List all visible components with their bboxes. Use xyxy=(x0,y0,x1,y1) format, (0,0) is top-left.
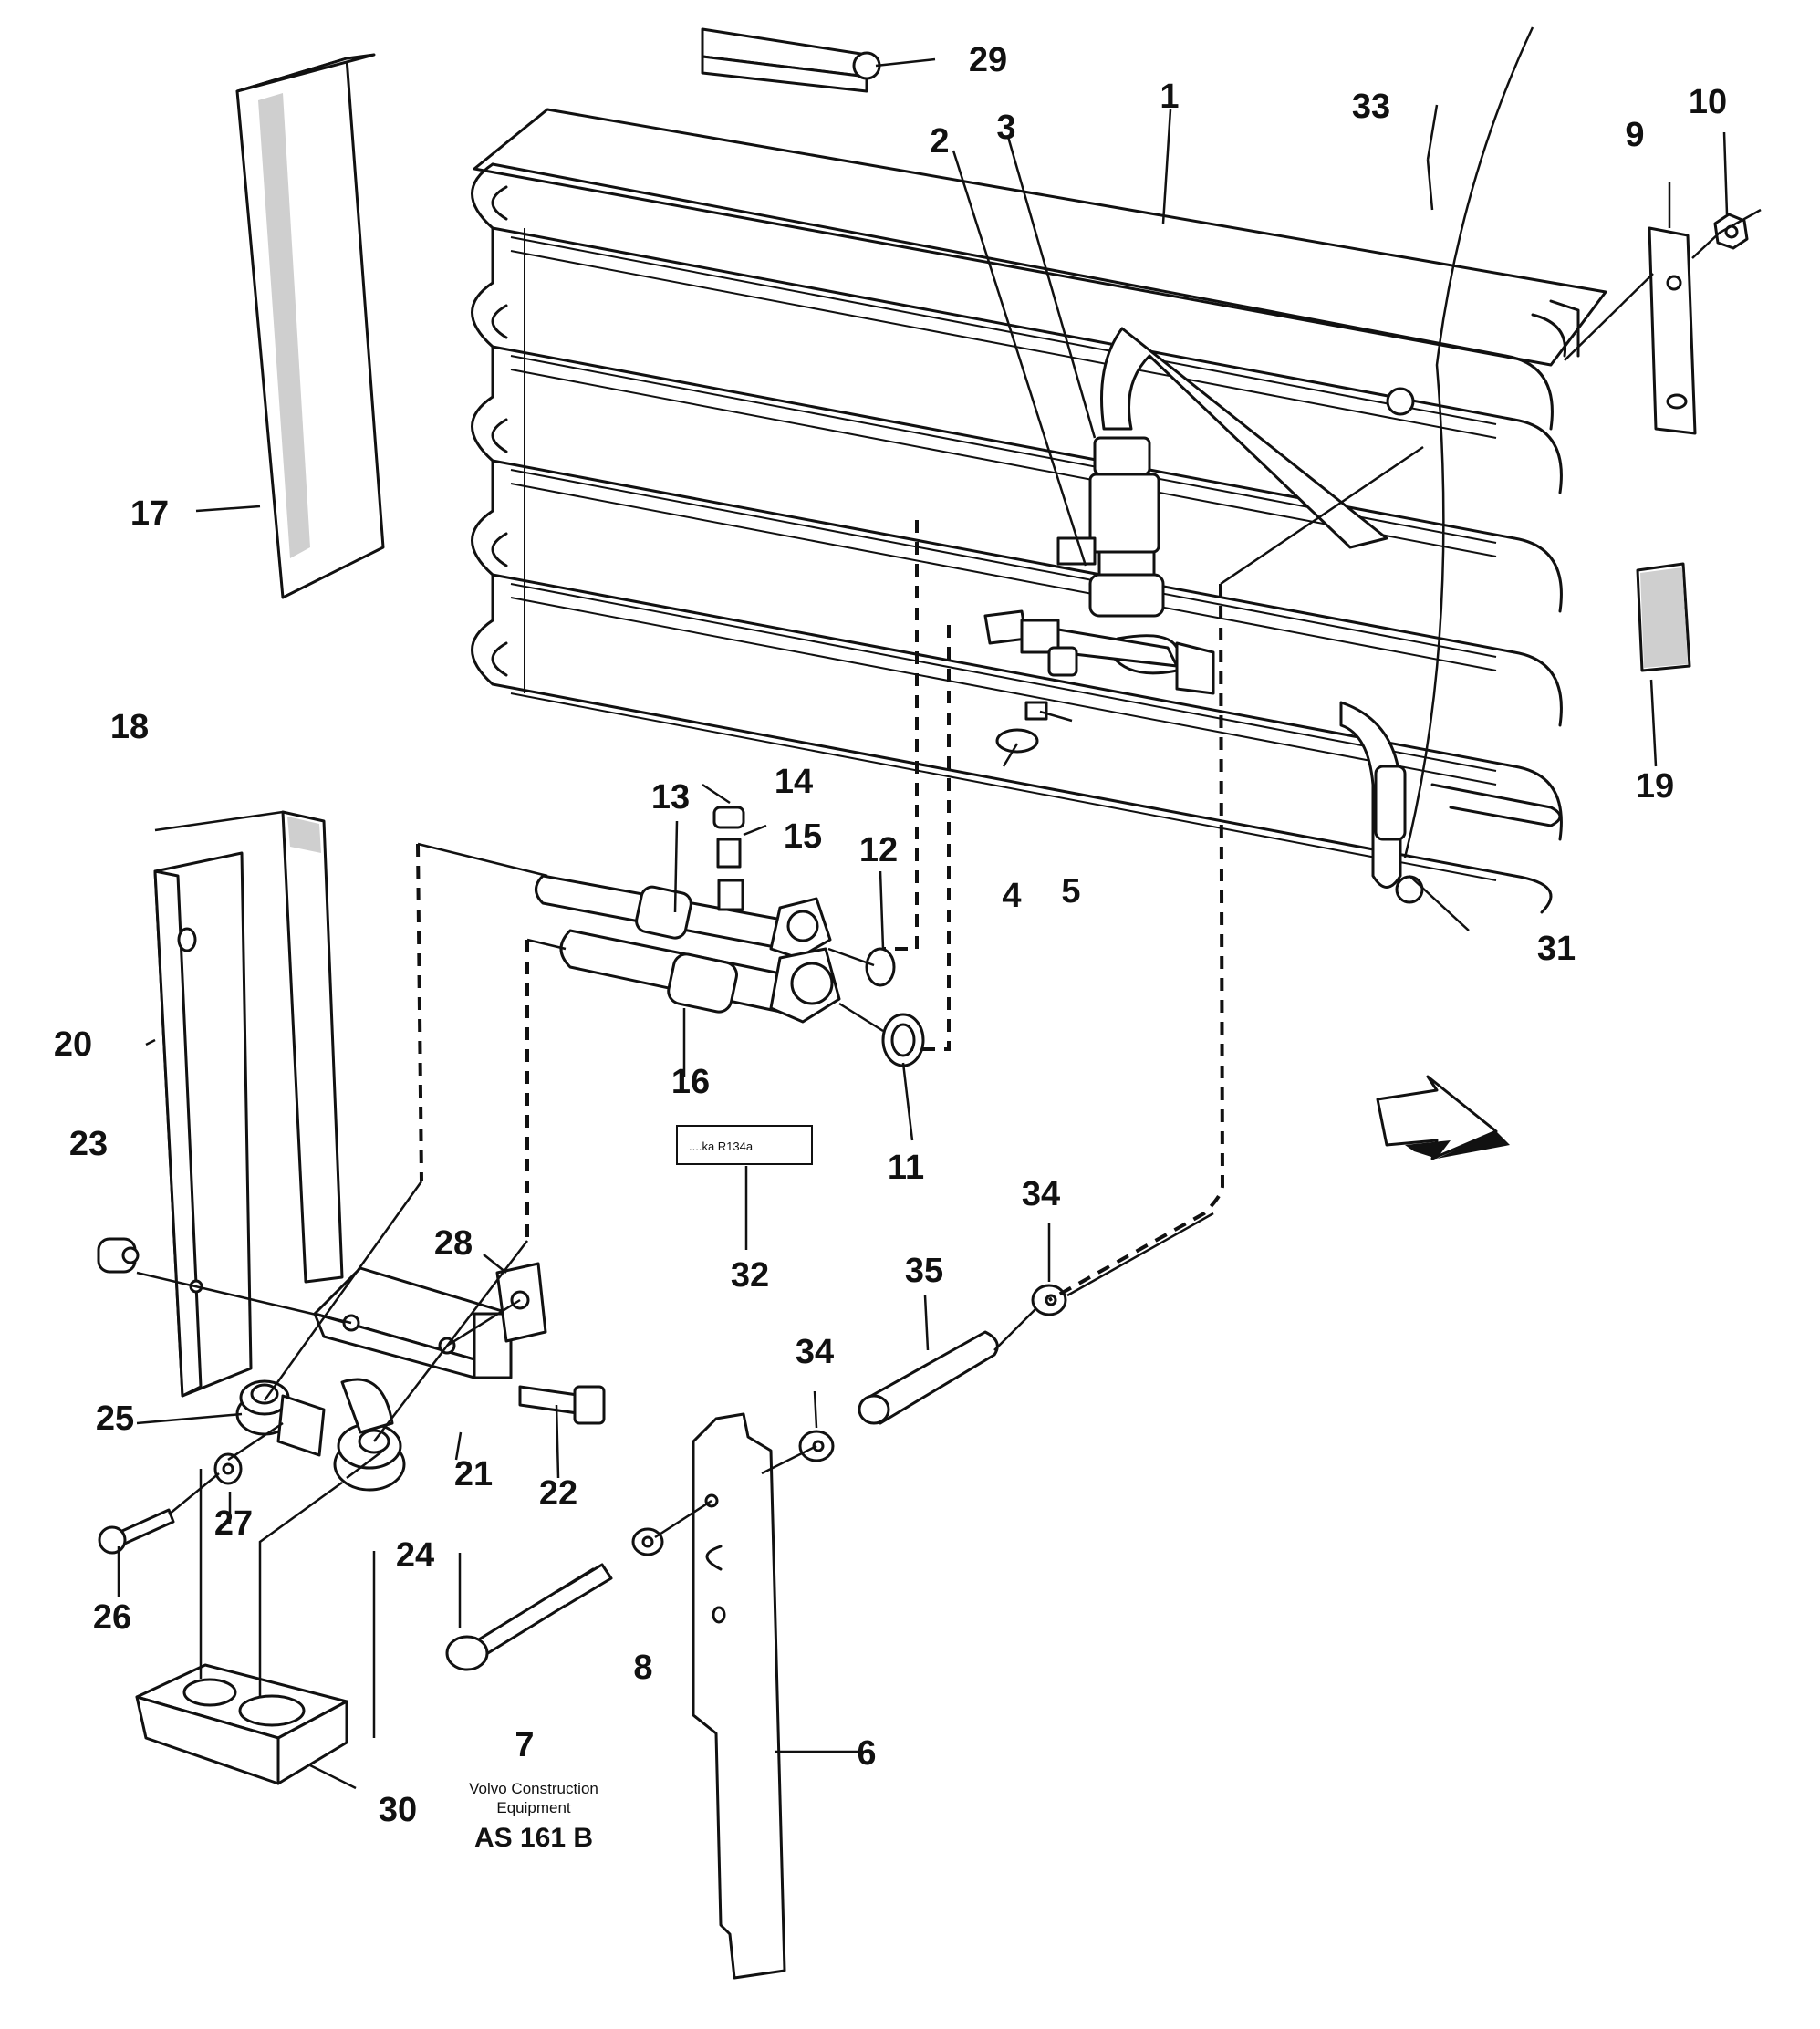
callout-3: 3 xyxy=(996,109,1016,147)
part-27-washer xyxy=(213,1452,243,1485)
callout-14: 14 xyxy=(774,763,814,801)
callout-31: 31 xyxy=(1536,930,1576,968)
callout-1: 1 xyxy=(1160,78,1180,116)
evaporator-tube-loops xyxy=(471,162,1516,878)
part-8-washer xyxy=(631,1527,664,1556)
part-19-foam-pad xyxy=(1636,562,1691,672)
parts-11-12-o-rings xyxy=(865,947,925,1067)
part-35-spacer-tube xyxy=(858,1330,999,1425)
assembly-thin-lines xyxy=(136,208,1762,1697)
part-28-clip xyxy=(495,1262,547,1343)
callout-20: 20 xyxy=(53,1025,93,1064)
callout-35: 35 xyxy=(904,1252,944,1290)
callout-28: 28 xyxy=(433,1224,473,1263)
part-9-bracket xyxy=(1648,226,1697,435)
part-16-hose xyxy=(559,929,841,1024)
callout-23: 23 xyxy=(68,1125,109,1163)
callout-16: 16 xyxy=(671,1063,711,1101)
callout-19: 19 xyxy=(1635,767,1675,806)
part-23-spacer xyxy=(97,1237,140,1274)
diagram-caption: Volvo Construction Equipment AS 161 B xyxy=(469,1779,598,1854)
part-13-hose xyxy=(535,874,832,960)
callout-24: 24 xyxy=(395,1536,435,1575)
callout-30: 30 xyxy=(378,1791,418,1829)
callout-15: 15 xyxy=(783,817,823,856)
callout-13: 13 xyxy=(650,778,691,817)
part-20-angle-bracket xyxy=(153,851,253,1398)
callout-8: 8 xyxy=(633,1649,653,1687)
direction-arrow xyxy=(1376,1075,1510,1160)
part-7-bolt xyxy=(445,1563,613,1671)
part-17-foam-strip xyxy=(235,53,385,599)
part-18-foam-strip xyxy=(281,810,344,1284)
part-25-grommet xyxy=(235,1379,326,1457)
callout-9: 9 xyxy=(1625,116,1645,154)
callout-22: 22 xyxy=(538,1474,578,1513)
callout-25: 25 xyxy=(95,1399,135,1438)
callout-33: 33 xyxy=(1351,88,1391,126)
caption-company-line2: Equipment xyxy=(496,1799,571,1816)
callout-2: 2 xyxy=(930,122,950,161)
part-29-edge-strip xyxy=(701,27,881,93)
callout-12: 12 xyxy=(858,831,899,869)
callout-29: 29 xyxy=(968,41,1008,79)
parts-4-5-fittings xyxy=(983,609,1215,754)
evaporator-right-loops xyxy=(1386,299,1580,914)
callout-4: 4 xyxy=(1002,877,1022,915)
callout-27: 27 xyxy=(213,1504,254,1543)
callout-leaders xyxy=(117,57,1729,1790)
callout-10: 10 xyxy=(1688,83,1728,121)
part-24-grommet xyxy=(333,1378,406,1492)
caption-company-line1: Volvo Construction xyxy=(469,1780,598,1797)
assembly-dashed-lines xyxy=(416,520,1225,1302)
callout-26: 26 xyxy=(92,1598,132,1637)
part-32-label-tag: ....ka R134a xyxy=(676,1125,813,1165)
parts-14-15-valve-core xyxy=(712,806,745,911)
callout-11: 11 xyxy=(887,1149,925,1187)
callout-17: 17 xyxy=(130,494,170,533)
part-1-evaporator-core xyxy=(471,26,1607,914)
caption-drawing-code: AS 161 B xyxy=(473,1823,594,1853)
callout-21: 21 xyxy=(453,1455,494,1493)
callout-5: 5 xyxy=(1061,872,1081,910)
part-22-screw xyxy=(518,1385,606,1425)
part-30-block xyxy=(135,1663,348,1785)
callout-32: 32 xyxy=(730,1256,770,1295)
callout-7: 7 xyxy=(515,1726,535,1764)
part-6-plate xyxy=(692,1412,786,1980)
callout-34-upper: 34 xyxy=(1021,1175,1061,1213)
callout-18: 18 xyxy=(109,708,150,746)
part-26-screw xyxy=(98,1508,175,1555)
callout-34-lower: 34 xyxy=(795,1333,835,1371)
callout-6: 6 xyxy=(857,1734,877,1773)
